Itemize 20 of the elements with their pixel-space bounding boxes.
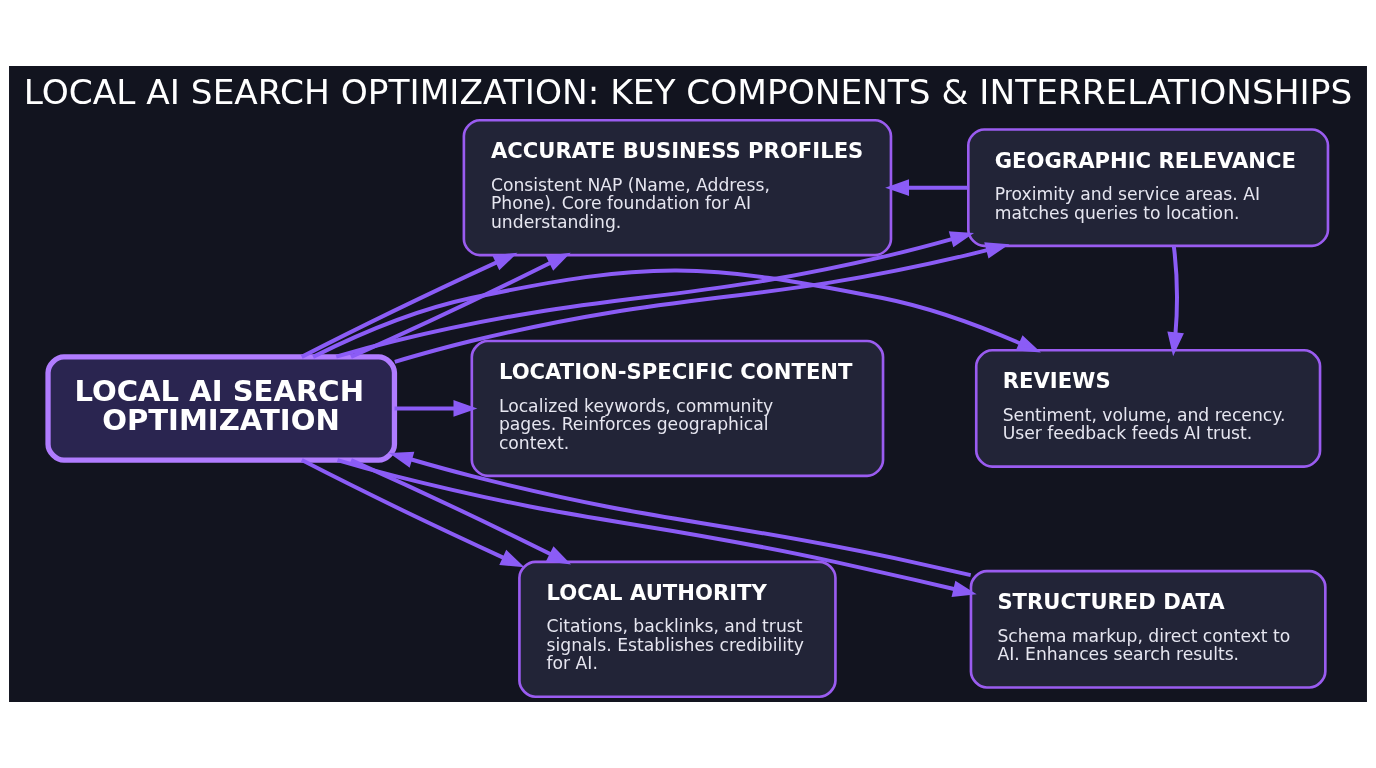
node-box: STRUCTURED DATA Schema markup, direct context to AI. Enhances search results. <box>969 569 1327 689</box>
arrow <box>350 458 572 565</box>
arrow <box>335 231 975 359</box>
arrow <box>300 252 518 359</box>
diagram-title: LOCAL AI SEARCH OPTIMIZATION: KEY COMPONENTS & INTERRELATIONSHIPS <box>23 72 1353 113</box>
node-box: REVIEWS Sentiment, volume, and recency. User feedback feeds AI trust. <box>974 348 1322 468</box>
node-box: GEOGRAPHIC RELEVANCE Proximity and service areas. AI matches queries to location. <box>967 128 1330 248</box>
arrow <box>1167 246 1184 357</box>
arrow <box>350 252 571 359</box>
arrow <box>300 458 525 568</box>
node-box: LOCAL AI SEARCH OPTIMIZATION <box>45 354 398 463</box>
node-box: LOCATION-SPECIFIC CONTENT Localized keywords, community pages. Reinforces geographical context. <box>470 339 885 478</box>
arrow <box>312 268 1041 359</box>
arrow <box>336 458 977 597</box>
node-box: LOCAL AUTHORITY Citations, backlinks, and trust signals. Establishes credibility for AI. <box>518 560 837 699</box>
arrow <box>394 400 478 417</box>
arrow <box>885 179 968 196</box>
arrow <box>394 242 1010 364</box>
arrow <box>389 451 972 578</box>
node-box: ACCURATE BUSINESS PROFILES Consistent NAP (Name, Address, Phone). Core foundation for AI understanding. <box>462 118 893 257</box>
